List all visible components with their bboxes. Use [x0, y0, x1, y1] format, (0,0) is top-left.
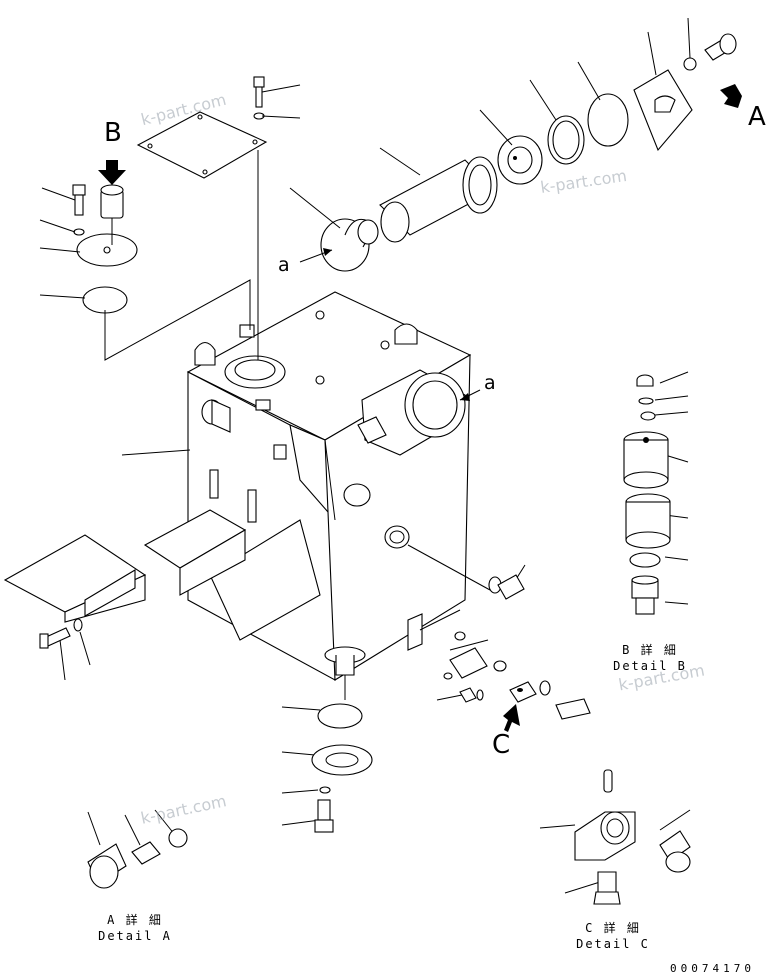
callout-a-lower-right: a [484, 372, 496, 394]
hydraulic-tank [143, 291, 472, 681]
callout-a-label: A [748, 102, 766, 132]
detail-b [623, 374, 671, 615]
arrow-b-icon [98, 160, 126, 185]
detail-c [574, 769, 691, 905]
detail-b-caption: B 詳 細 Detail B [605, 642, 695, 674]
arrow-a-icon [720, 84, 742, 108]
callout-c-label: C [492, 730, 511, 760]
breather-assembly [72, 184, 251, 361]
detail-c-jp: C 詳 細 [585, 921, 641, 935]
detail-c-en: Detail C [576, 937, 650, 951]
detail-a-en: Detail A [98, 929, 172, 943]
drain-parts [311, 675, 373, 833]
top-bolt [253, 76, 265, 120]
strainer-assembly [320, 33, 737, 272]
step-bolt [39, 618, 83, 649]
c-assembly [443, 574, 591, 732]
detail-a [87, 828, 188, 889]
detail-a-caption: A 詳 細 Detail A [90, 912, 180, 944]
detail-a-jp: A 詳 細 [107, 913, 163, 927]
top-cover-plate [136, 111, 268, 360]
detail-b-jp: B 詳 細 [622, 643, 678, 657]
step-plate [3, 534, 147, 623]
detail-c-caption: C 詳 細 Detail C [568, 920, 658, 952]
detail-b-en: Detail B [613, 659, 687, 673]
callout-a-lower-left: a [278, 254, 290, 276]
drawing-number: 00074170 [670, 962, 755, 975]
callout-b-label: B [104, 118, 122, 148]
leader-lines [39, 17, 691, 894]
